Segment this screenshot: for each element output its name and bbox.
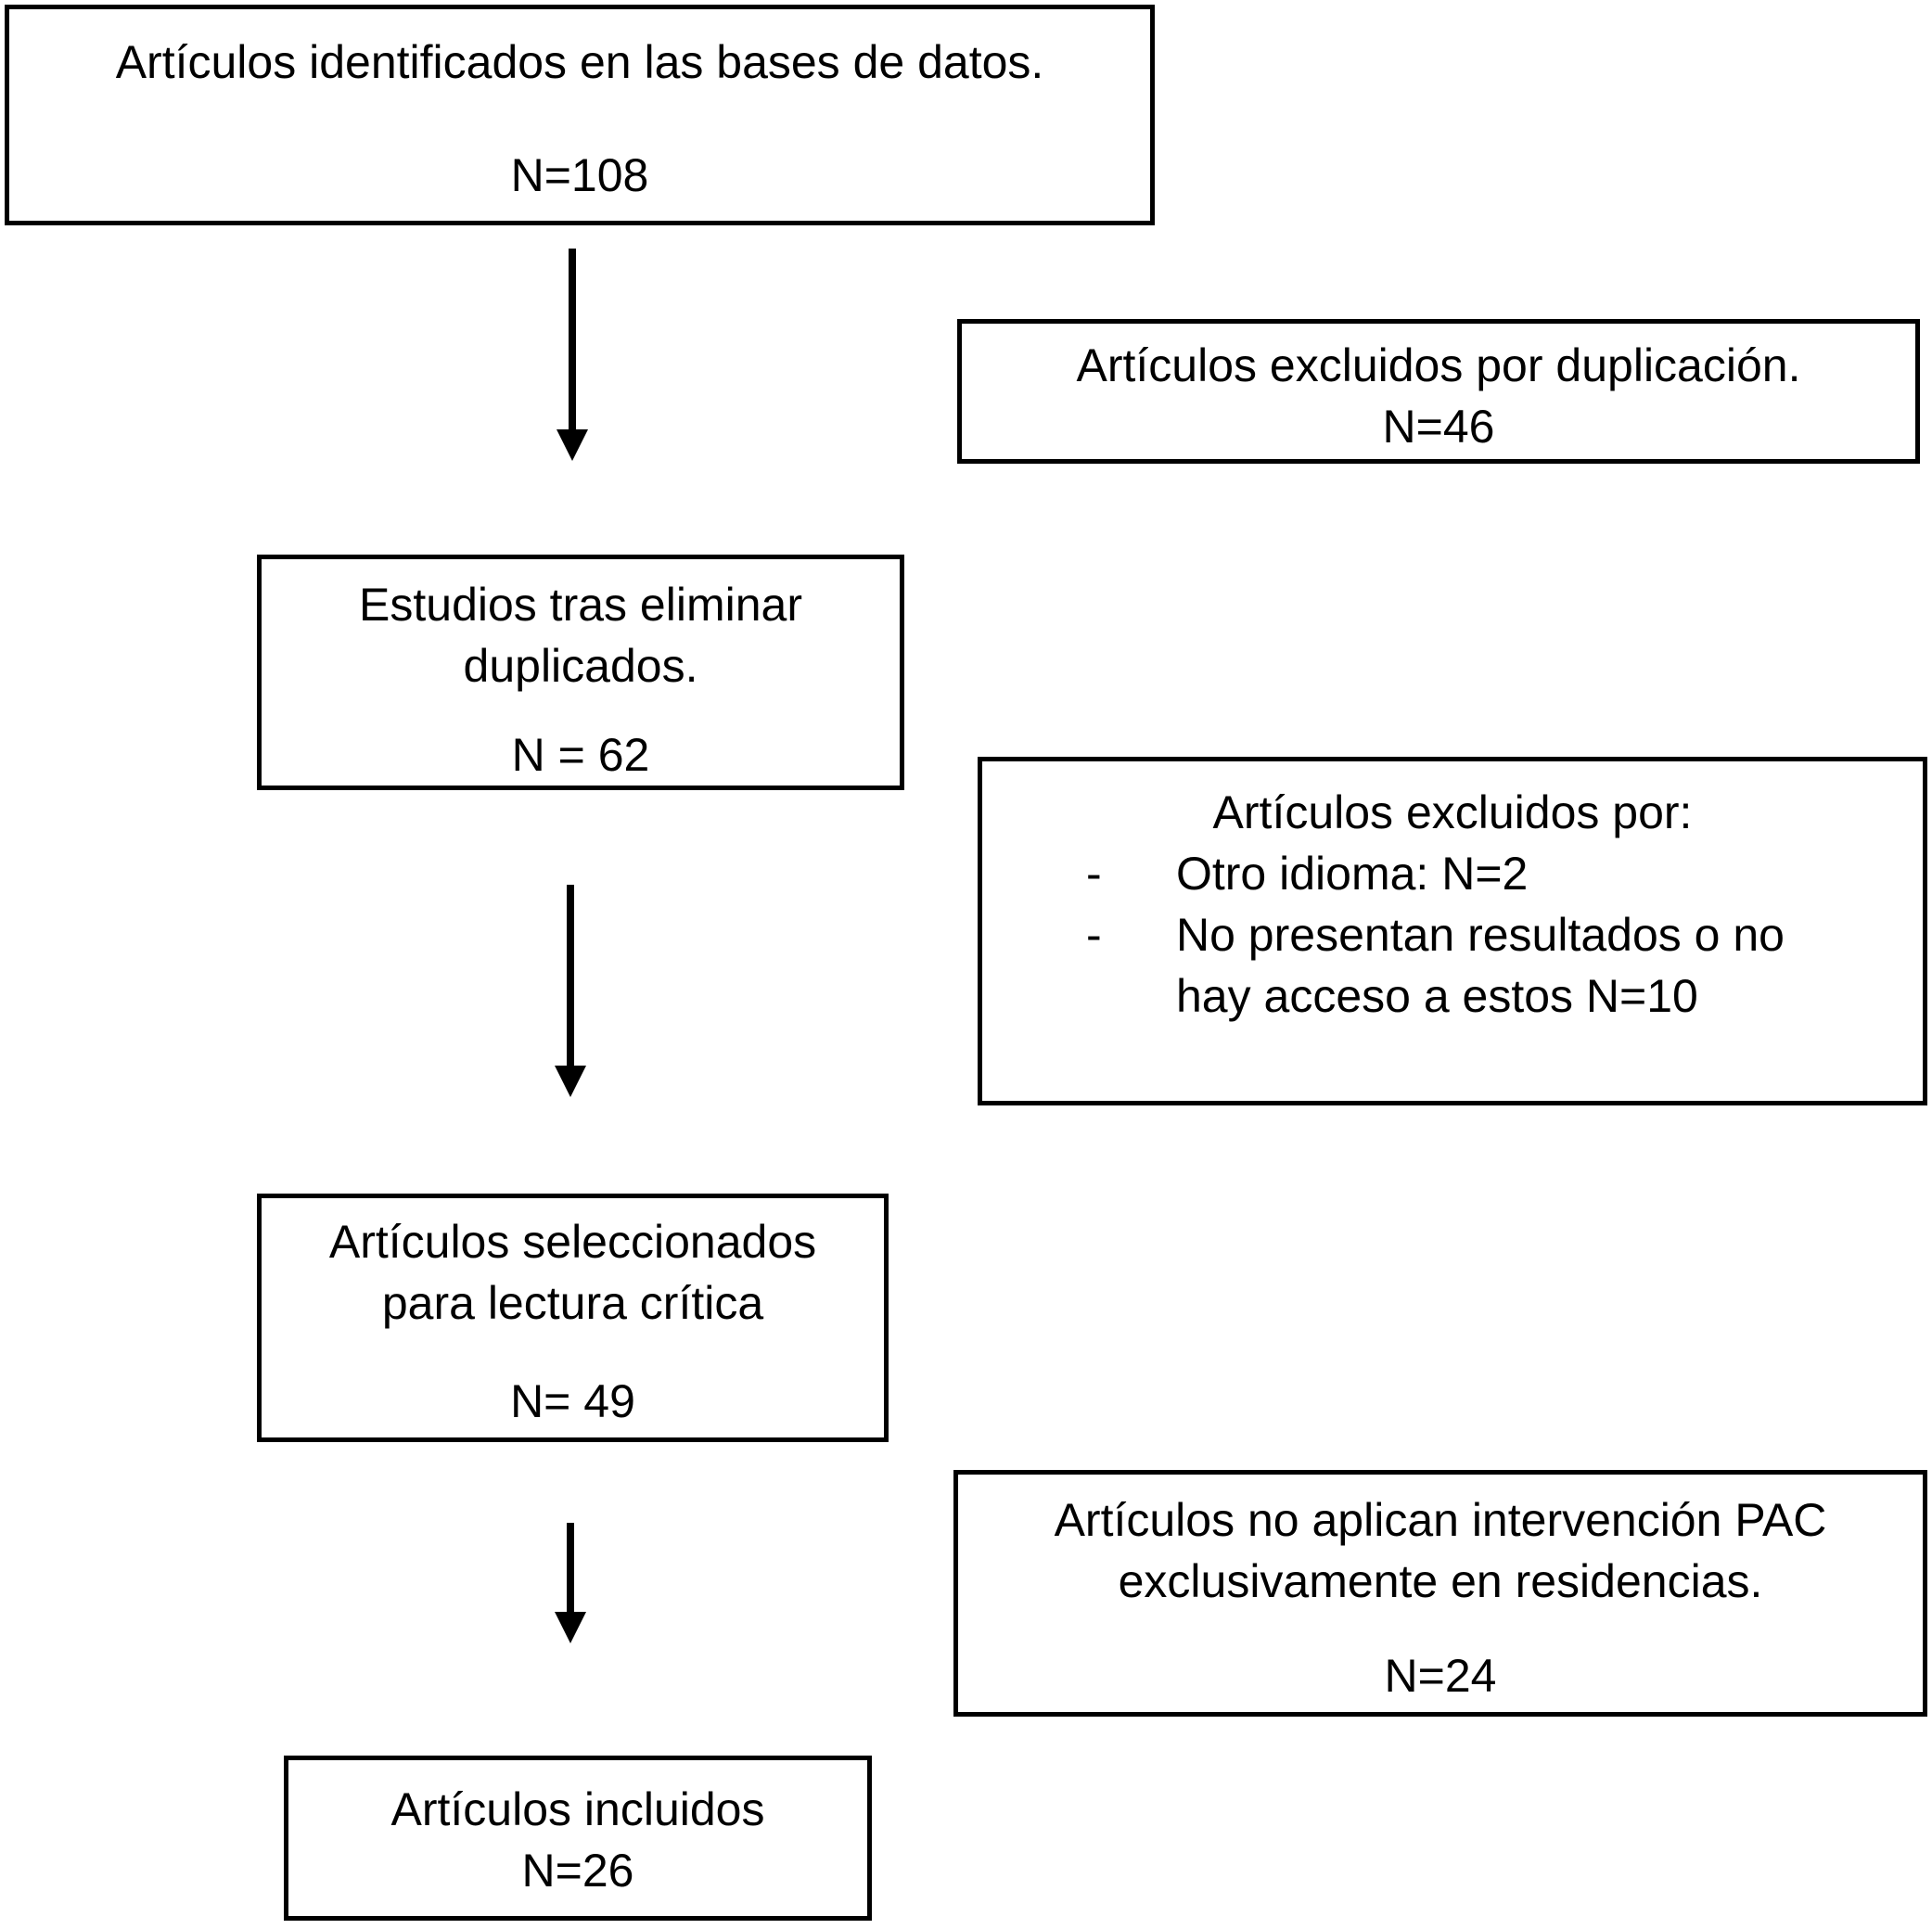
box-articles-included-text: Artículos incluidos	[390, 1783, 765, 1835]
flow-arrow-down-2	[555, 885, 586, 1097]
box-articles-identified-count: N=108	[510, 149, 649, 201]
excluded-reasons-list: - Otro idioma: N=2 - No presentan result…	[982, 843, 1923, 1027]
arrow-head-icon	[555, 1066, 586, 1097]
excluded-reason-no-results: No presentan resultados o no hay acceso …	[1176, 909, 1785, 1022]
arrow-shaft	[567, 1523, 574, 1612]
list-item: - Otro idioma: N=2	[1086, 843, 1923, 904]
arrow-head-icon	[555, 1612, 586, 1643]
box-excluded-duplication: Artículos excluidos por duplicación. N=4…	[957, 319, 1920, 464]
box-articles-included: Artículos incluidos N=26	[284, 1756, 872, 1921]
box-excluded-reasons: Artículos excluidos por: - Otro idioma: …	[978, 757, 1927, 1105]
box-excluded-duplication-text: Artículos excluidos por duplicación.	[1076, 339, 1801, 391]
box-studies-after-duplicates: Estudios tras eliminar duplicados. N = 6…	[257, 555, 904, 790]
box-articles-identified: Artículos identificados en las bases de …	[5, 5, 1155, 225]
list-item: - No presentan resultados o no hay acces…	[1086, 904, 1923, 1027]
arrow-head-icon	[557, 429, 588, 461]
excluded-reason-other-language: Otro idioma: N=2	[1176, 848, 1529, 900]
box-articles-identified-text: Artículos identificados en las bases de …	[115, 36, 1044, 88]
bullet-dash: -	[1086, 848, 1102, 900]
arrow-shaft	[569, 249, 576, 429]
box-excluded-pac-intervention-count: N=24	[1384, 1650, 1497, 1702]
box-excluded-pac-intervention-text: Artículos no aplican intervención PAC ex…	[1054, 1494, 1827, 1607]
box-excluded-reasons-heading: Artículos excluidos por:	[1212, 786, 1693, 838]
flow-arrow-down-1	[557, 249, 588, 461]
box-articles-included-count: N=26	[521, 1845, 634, 1897]
box-selected-critical-reading: Artículos seleccionados para lectura crí…	[257, 1194, 889, 1442]
box-selected-critical-reading-text: Artículos seleccionados para lectura crí…	[328, 1216, 817, 1329]
box-excluded-pac-intervention: Artículos no aplican intervención PAC ex…	[953, 1470, 1927, 1717]
box-studies-after-duplicates-count: N = 62	[511, 729, 650, 781]
box-studies-after-duplicates-text: Estudios tras eliminar duplicados.	[359, 579, 802, 692]
bullet-dash: -	[1086, 909, 1102, 961]
flow-arrow-down-3	[555, 1523, 586, 1643]
box-excluded-duplication-count: N=46	[1382, 401, 1495, 453]
box-selected-critical-reading-count: N= 49	[510, 1375, 635, 1427]
arrow-shaft	[567, 885, 574, 1066]
